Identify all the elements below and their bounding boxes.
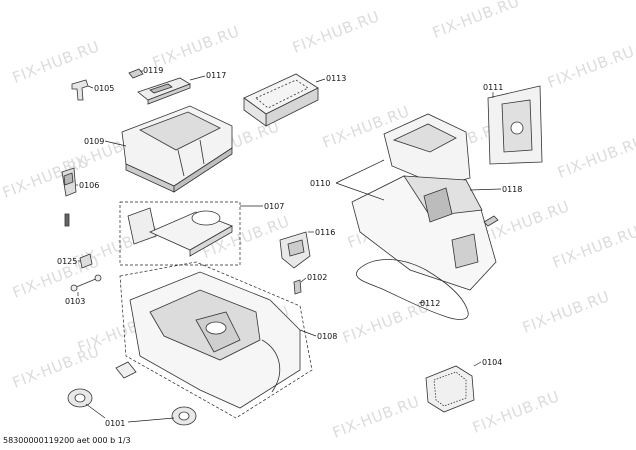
label-0117: 0117	[206, 71, 226, 80]
part-0106-clip[interactable]	[61, 167, 77, 227]
part-0103-axle[interactable]	[70, 274, 102, 292]
part-0112-seal[interactable]	[356, 259, 469, 320]
part-0117-cover[interactable]	[137, 77, 191, 105]
label-0110: 0110	[310, 179, 330, 188]
part-0108-base-housing[interactable]	[119, 261, 313, 419]
part-0109-filter-housing[interactable]	[121, 105, 233, 193]
part-0104-exhaust-filter[interactable]	[425, 365, 475, 413]
label-0109: 0109	[84, 137, 104, 146]
part-0102-key[interactable]	[293, 279, 302, 295]
label-0113: 0113	[326, 74, 346, 83]
label-0118: 0118	[502, 185, 522, 194]
label-0107: 0107	[264, 202, 284, 211]
label-0102: 0102	[307, 273, 327, 282]
label-0103: 0103	[65, 297, 85, 306]
label-0108: 0108	[317, 332, 337, 341]
label-0101: 0101	[105, 419, 125, 428]
label-0112: 0112	[420, 299, 440, 308]
label-0116: 0116	[315, 228, 335, 237]
diagram-footer: 58300000119200 aet 000 b 1/3	[3, 436, 131, 445]
part-0119-knob[interactable]	[128, 68, 144, 79]
part-0111-dust-bag[interactable]	[487, 85, 543, 165]
label-0125: 0125	[57, 257, 77, 266]
label-0105: 0105	[94, 84, 114, 93]
label-0119: 0119	[143, 66, 163, 75]
label-0104: 0104	[482, 358, 502, 367]
part-0113-filter-cassette[interactable]	[243, 73, 319, 127]
part-0125-spring[interactable]	[79, 253, 93, 269]
label-0106: 0106	[79, 181, 99, 190]
part-0105-clip[interactable]	[71, 79, 89, 101]
label-0111: 0111	[483, 83, 503, 92]
part-0107-frame[interactable]	[119, 201, 241, 266]
part-0116-bracket[interactable]	[279, 231, 311, 269]
part-0118-screw[interactable]	[483, 215, 499, 227]
part-0101-wheels[interactable]	[67, 361, 197, 426]
part-0110-body[interactable]	[351, 113, 497, 291]
